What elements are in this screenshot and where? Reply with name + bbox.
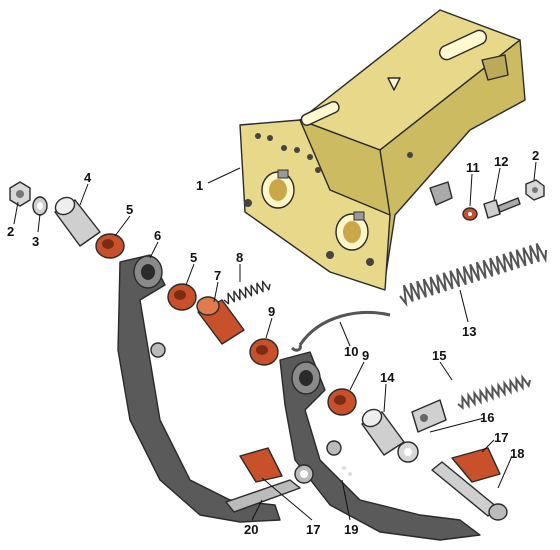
callout-4: 4: [84, 170, 92, 185]
callout-3: 3: [32, 234, 39, 249]
callout-15: 15: [432, 348, 446, 363]
wire-clip: [290, 311, 391, 352]
callout-17-left: 17: [306, 522, 320, 537]
nut-11: [462, 207, 478, 221]
callout-14: 14: [380, 370, 395, 385]
callout-2-left: 2: [7, 224, 14, 239]
sleeve-14: [361, 408, 405, 456]
bushing-5-right: [167, 283, 197, 311]
bushing-5-left: [95, 233, 125, 259]
callout-8: 8: [236, 250, 243, 265]
spring-15: [457, 374, 531, 410]
nut-left: [9, 181, 31, 207]
callout-7: 7: [214, 268, 221, 283]
washer-left: [32, 196, 48, 216]
pin-18: [431, 461, 508, 521]
pedal-link-20: [225, 464, 314, 513]
callout-20: 20: [244, 522, 258, 537]
callout-1: 1: [196, 178, 203, 193]
spring-13: [399, 243, 547, 307]
pedal-pad-17-left: [239, 447, 283, 483]
callouts: 1 2 3 4 5 6 5 7 8 9 10 9 11 12 2 13 14 1…: [7, 148, 539, 537]
lever-plate-16: [397, 399, 447, 463]
axle-sleeve: [54, 196, 101, 247]
leader-lines: [13, 161, 537, 521]
callout-5-right: 5: [190, 250, 197, 265]
nut-right: [525, 179, 545, 201]
spring-8: [223, 280, 271, 305]
callout-13: 13: [462, 324, 476, 339]
callout-6: 6: [154, 228, 161, 243]
callout-9-a: 9: [268, 304, 275, 319]
callout-9-b: 9: [362, 348, 369, 363]
pedal-bracket: [239, 9, 526, 291]
callout-11: 11: [466, 160, 480, 175]
bushing-9-a: [249, 338, 279, 366]
bushing-9-b: [327, 388, 357, 416]
callout-16: 16: [480, 410, 494, 425]
callout-12: 12: [494, 154, 508, 169]
callout-5-left: 5: [126, 202, 133, 217]
bolt-12: [483, 197, 521, 219]
callout-18: 18: [510, 446, 524, 461]
callout-19: 19: [344, 522, 358, 537]
callout-10: 10: [344, 344, 358, 359]
callout-2-right: 2: [532, 148, 539, 163]
bushing-7: [196, 296, 245, 345]
pedal-pad-17-right: [451, 447, 501, 483]
callout-17-right: 17: [494, 430, 508, 445]
